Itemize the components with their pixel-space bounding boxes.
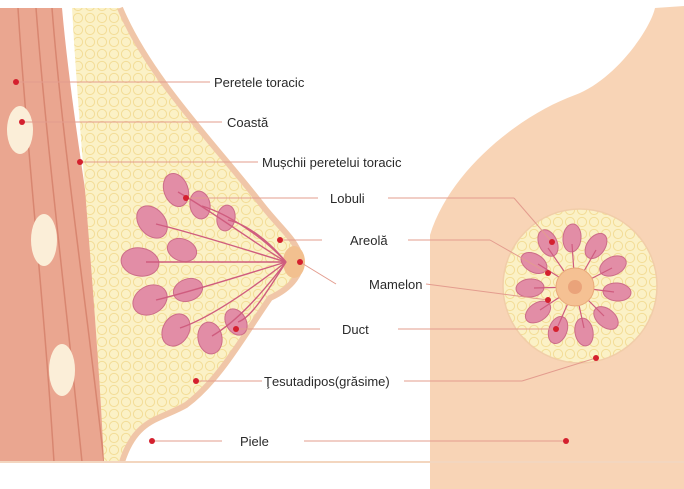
label-lobules: Lobuli — [330, 191, 365, 206]
rib-shape — [31, 214, 57, 266]
label-nipple: Mamelon — [369, 277, 422, 292]
rib-shape — [7, 106, 33, 154]
label-rib: Coastă — [227, 115, 268, 130]
front-nipple — [568, 280, 582, 294]
label-chest-muscles: Mușchii peretelui toracic — [262, 155, 401, 170]
label-areola: Areolă — [350, 233, 388, 248]
label-fatty-tissue: Ţesutadipos(grăsime) — [264, 374, 390, 389]
rib-shape — [49, 344, 75, 396]
label-duct: Duct — [342, 322, 369, 337]
label-chest-wall: Peretele toracic — [214, 75, 304, 90]
label-skin: Piele — [240, 434, 269, 449]
